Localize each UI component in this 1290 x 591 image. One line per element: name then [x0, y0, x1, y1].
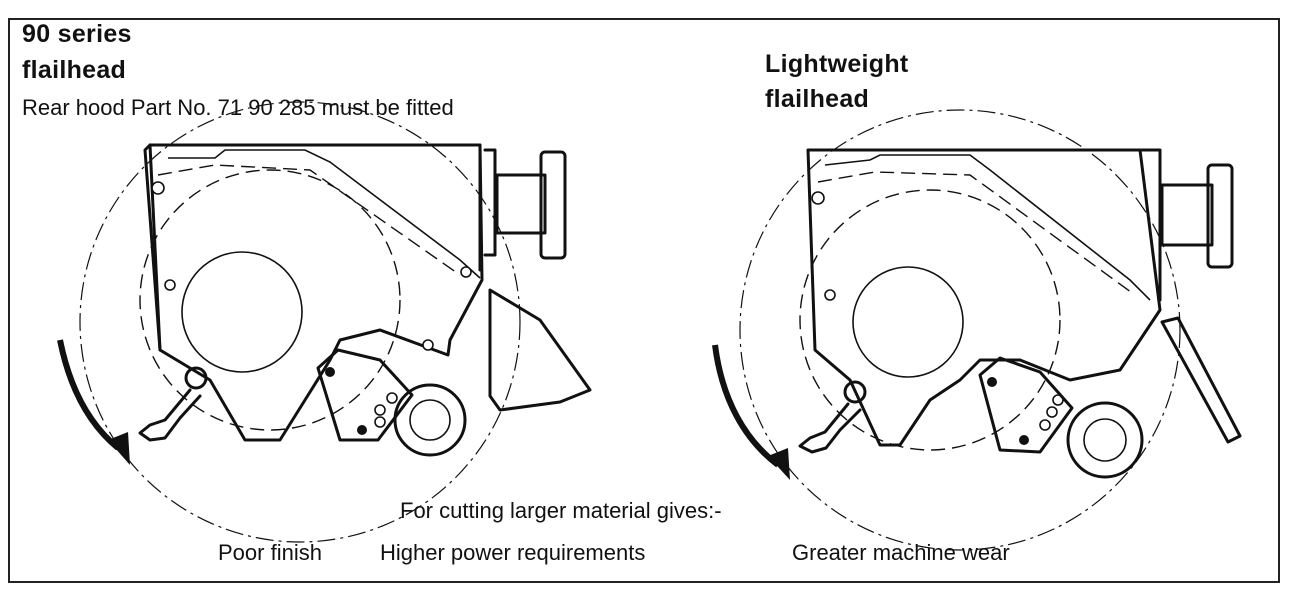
left-guard-line	[168, 149, 481, 279]
left-inner-dashed-circle	[139, 169, 401, 431]
caption-line1: For cutting larger material gives:-	[400, 498, 722, 523]
left-skid-arm	[316, 348, 414, 442]
right-gearbox	[1160, 183, 1214, 247]
caption-item-poor-finish: Poor finish	[218, 540, 322, 565]
left-title-line1: 90 series	[22, 20, 132, 48]
left-housing-outline	[148, 143, 484, 442]
right-inner-dashed-circle	[799, 189, 1061, 451]
left-flail-blade	[138, 388, 202, 442]
left-hole	[164, 279, 176, 291]
right-pivot-dot	[1019, 435, 1029, 445]
left-hole	[386, 392, 398, 404]
right-flail-pivot	[843, 380, 867, 404]
left-hole	[151, 181, 165, 195]
caption-item-higher-power: Higher power requirements	[380, 540, 646, 565]
left-flail-sweep-circle	[79, 101, 521, 543]
right-skid-arm	[978, 356, 1074, 454]
left-roller-outer	[393, 383, 467, 457]
left-rear-hood	[488, 288, 592, 412]
caption-item-machine-wear: Greater machine wear	[792, 540, 1010, 565]
right-flail-blade	[798, 402, 862, 454]
right-housing-outline	[806, 148, 1162, 447]
left-hole	[374, 416, 386, 428]
right-arrow-head	[768, 448, 790, 480]
left-roller-inner	[409, 399, 451, 441]
right-title-line2: flailhead	[765, 85, 870, 113]
right-hole	[824, 289, 836, 301]
right-title-line1: Lightweight	[765, 50, 909, 78]
right-gearbox-flange	[1206, 163, 1234, 269]
left-housing-front-edge	[143, 143, 162, 352]
right-flailhead-drawing	[712, 109, 1242, 551]
left-arrow-head	[108, 432, 130, 465]
right-flail-sweep-circle	[739, 109, 1181, 551]
left-rotor-hub	[181, 251, 303, 373]
left-title-line2: flailhead	[22, 56, 127, 84]
left-flail-pivot	[184, 366, 208, 390]
right-hole	[1046, 406, 1058, 418]
left-pivot-dot	[325, 367, 335, 377]
left-hole	[460, 266, 472, 278]
left-gearbox	[495, 173, 547, 235]
right-roller-outer	[1066, 401, 1144, 479]
left-note: Rear hood Part No. 71 90 285 must be fit…	[22, 95, 454, 120]
left-pivot-dot	[357, 425, 367, 435]
left-plate-flange	[483, 148, 497, 257]
right-roller-inner	[1083, 418, 1127, 462]
left-guard-dashed	[157, 164, 461, 276]
right-guard-line	[824, 154, 1151, 301]
right-guard-dashed	[817, 171, 1136, 296]
right-hole	[1039, 419, 1051, 431]
left-flailhead-drawing	[57, 101, 592, 543]
right-pivot-dot	[987, 377, 997, 387]
left-hole	[422, 339, 434, 351]
left-gearbox-flange	[539, 150, 567, 260]
right-deflector	[1160, 316, 1242, 444]
diagram-frame	[8, 18, 1280, 583]
right-rotation-arrow	[712, 344, 780, 468]
right-rotor-hub	[852, 266, 964, 378]
right-hole	[811, 191, 825, 205]
right-top-plate	[1138, 148, 1162, 302]
left-hole	[374, 404, 386, 416]
